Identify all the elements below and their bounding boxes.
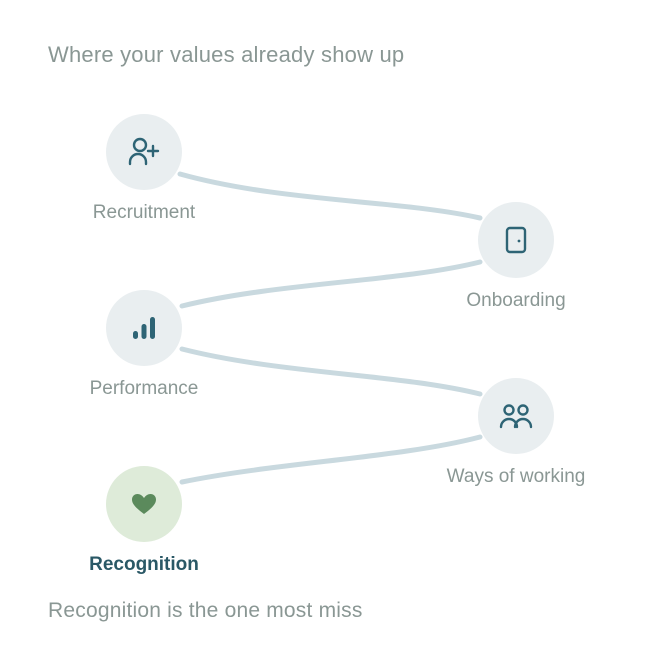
node-label-onboarding: Onboarding [466, 290, 566, 311]
node-recruitment[interactable] [106, 114, 182, 190]
connector-ways-recognition [179, 434, 483, 485]
node-label-recruitment: Recruitment [92, 202, 196, 223]
node-ways-of-working[interactable] [478, 378, 554, 454]
connector-recruitment-onboarding [177, 171, 483, 221]
diagram-heading: Where your values already show up [48, 42, 405, 67]
connector-performance-ways [179, 346, 483, 397]
node-label-ways-of-working: Ways of working [446, 466, 586, 487]
bar-chart-icon [133, 317, 155, 339]
node-onboarding[interactable] [478, 202, 554, 278]
heart-icon [132, 494, 156, 514]
node-label-performance: Performance [89, 378, 199, 399]
add-user-icon [128, 137, 160, 166]
node-label-recognition: Recognition [89, 554, 199, 575]
door-icon [505, 226, 527, 254]
connector-onboarding-performance [179, 259, 483, 309]
diagram-footer: Recognition is the one most miss [48, 599, 363, 622]
node-recognition[interactable] [106, 466, 182, 542]
node-performance[interactable] [106, 290, 182, 366]
people-icon [499, 404, 533, 429]
